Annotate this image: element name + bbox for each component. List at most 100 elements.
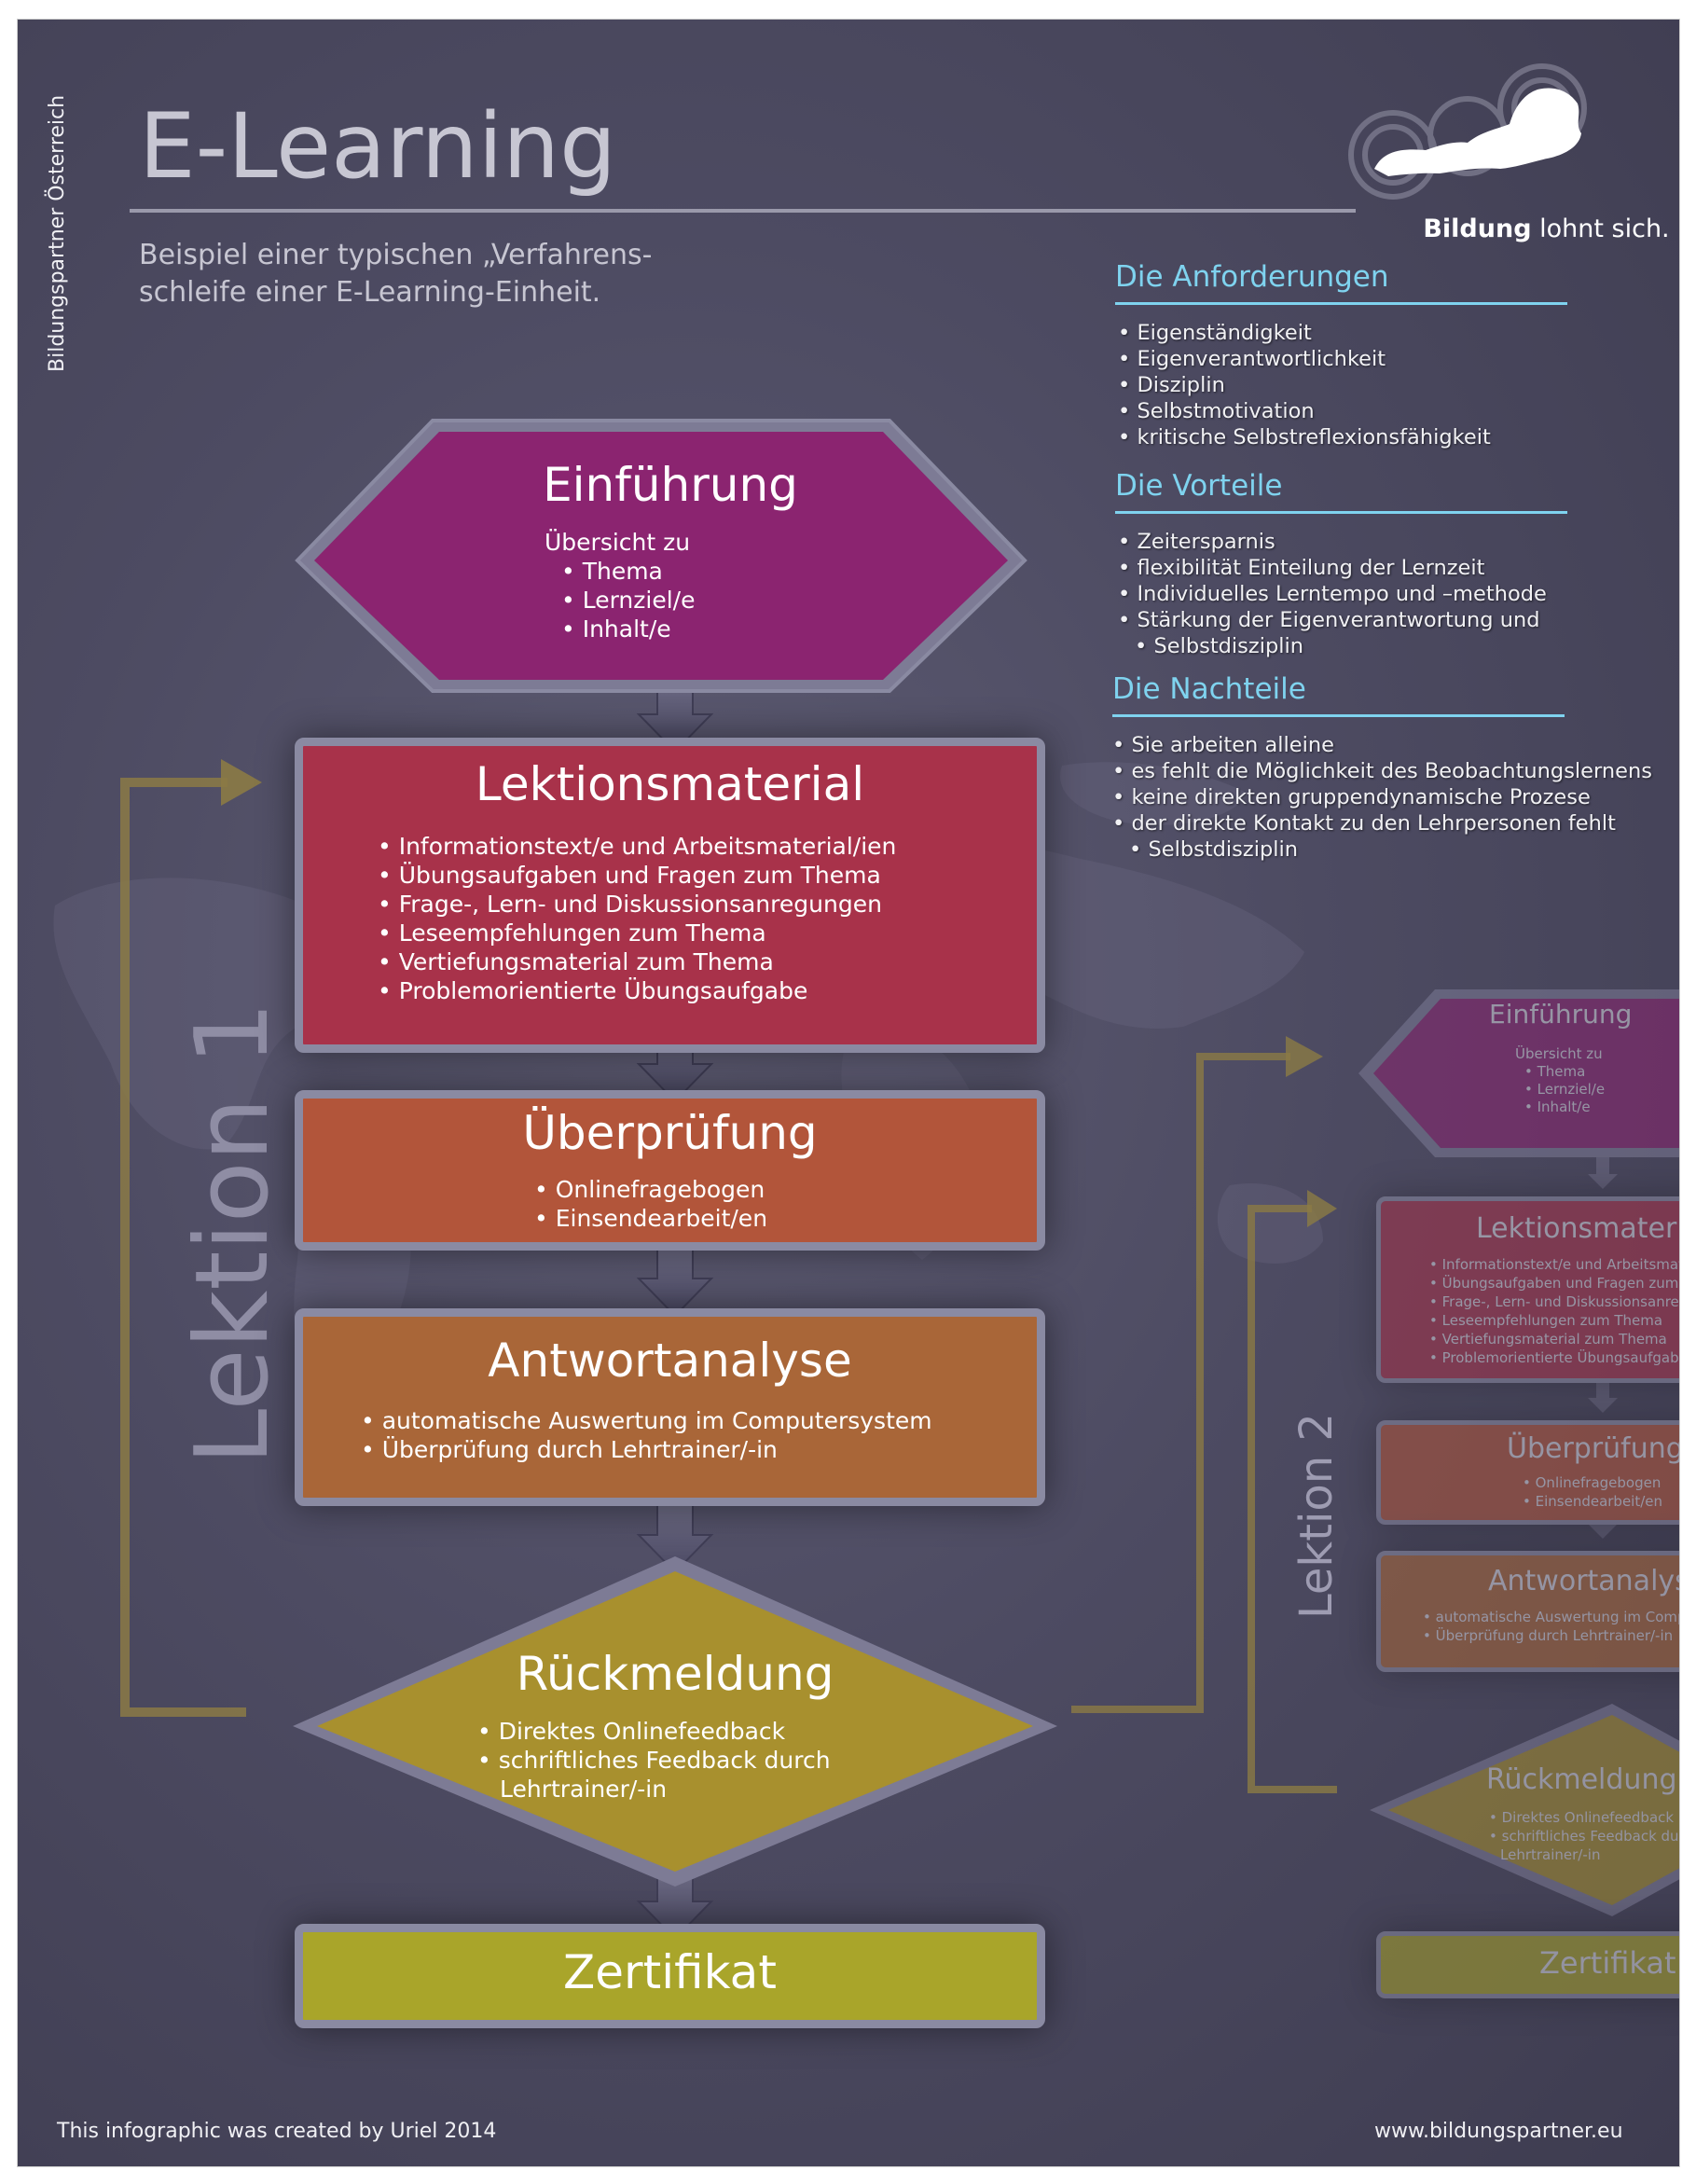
list-item: Frage-, Lern- und Diskussionsanregungen [1429,1292,1679,1311]
lektion-2-einfuehrung-list: Übersicht zu Thema Lernziel/e Inhalt/e [1515,1045,1605,1116]
list-item-cont: Lehrtrainer/-in [500,1776,668,1803]
rule-anforderungen [1115,302,1567,305]
footer-credit: This infographic was created by Uriel 20… [57,2120,497,2143]
list-item: keine direkten gruppendynamische Prozese [1112,784,1652,810]
lektion-2-lektionsmaterial-list: Informationstext/e und Arbeitsmaterial/i… [1429,1255,1679,1367]
list-item: Thema [545,557,695,586]
list-item: schriftliches Feedback durch [477,1746,831,1775]
lektion-2-zertifikat-title: Zertifikat [1539,1945,1676,1981]
list-item: Disziplin [1118,372,1491,398]
list-item: Lernziel/e [1515,1081,1605,1099]
lektionsmaterial-list: Informationstext/e und Arbeitsmaterial/i… [378,832,897,1005]
lektion-2-ueberpruefung-list: Onlinefragebogen Einsendearbeit/en [1523,1473,1662,1511]
austria-map-icon [1348,63,1587,200]
lektion-2-lektionsmaterial-title: Lektionsmaterial [1476,1212,1679,1245]
list-item: Vertiefungsmaterial zum Thema [1429,1330,1679,1348]
lektion-2-label: Lektion 2 [1290,1413,1343,1619]
list-item: Einsendearbeit/en [1523,1492,1662,1511]
subtitle-line-1: Beispiel einer typischen „Verfahrens- [139,239,653,271]
list-item: Eigenständigkeit [1118,320,1491,346]
list-item: Informationstext/e und Arbeitsmaterial/i… [1429,1255,1679,1274]
lektion-2-ueberpruefung-title: Überprüfung [1507,1432,1680,1465]
list-item: Inhalt/e [545,615,695,643]
list-item: Direktes Onlinefeedback [477,1717,831,1746]
list-item: der direkte Kontakt zu den Lehrpersonen … [1112,810,1652,836]
list-item: automatische Auswertung im Computersyste… [1423,1608,1679,1626]
list-vorteile: Zeitersparnis flexibilität Einteilung de… [1118,529,1547,659]
arrow-down-3 [636,1242,714,1318]
zertifikat-box: Zertifikat [295,1924,1045,2028]
einfuehrung-intro: Übersicht zu [1515,1045,1603,1062]
antwortanalyse-list: automatische Auswertung im Computersyste… [361,1406,932,1464]
list-item: Informationstext/e und Arbeitsmaterial/i… [378,832,897,861]
list-item: Selbstdisziplin [1112,836,1652,863]
lektion-2-antwortanalyse-box: Antwortanalyse automatische Auswertung i… [1376,1551,1679,1672]
list-item: Selbstdisziplin [1118,633,1547,659]
einfuehrung-list: Übersicht zu Thema Lernziel/e Inhalt/e [545,528,695,643]
lektion-2-rueckmeldung-list: Direktes Onlinefeedback schriftliches Fe… [1489,1808,1679,1864]
rueckmeldung-list: Direktes Onlinefeedback schriftliches Fe… [477,1717,831,1804]
einfuehrung-title: Einführung [543,458,798,512]
antwortanalyse-box: Antwortanalyse automatische Auswertung i… [295,1308,1045,1506]
list-item: Inhalt/e [1515,1099,1605,1116]
list-item: Direktes Onlinefeedback [1489,1808,1679,1827]
list-anforderungen: Eigenständigkeit Eigenverantwortlichkeit… [1118,320,1491,450]
list-item: flexibilität Einteilung der Lernzeit [1118,555,1547,581]
list-item: schriftliches Feedback durch [1489,1827,1679,1845]
lektionsmaterial-box: Lektionsmaterial Informationstext/e und … [295,738,1045,1053]
rueckmeldung-title: Rückmeldung [516,1647,834,1701]
list-item: Frage-, Lern- und Diskussionsanregungen [378,890,896,919]
antwortanalyse-title: Antwortanalyse [488,1334,852,1388]
list-item: Problemorientierte Übungsaufgabe [1429,1348,1679,1367]
list-item: Überprüfung durch Lehrtrainer/-in [1423,1626,1679,1645]
list-item: Eigenverantwortlichkeit [1118,346,1491,372]
footer-url[interactable]: www.bildungspartner.eu [1374,2120,1623,2143]
list-item: Thema [1515,1063,1605,1081]
page-title: E-Learning [139,94,617,199]
list-item: Überprüfung durch Lehrtrainer/-in [361,1435,932,1464]
list-item: es fehlt die Möglichkeit des Beobachtung… [1112,758,1652,784]
list-item: Selbstmotivation [1118,398,1491,424]
flow-connectors-lektion-1 [120,671,1337,1941]
infographic-page: Bildungspartner Österreich E-Learning Be… [17,19,1680,2167]
brand-slogan: Bildung lohnt sich. [1423,214,1670,243]
lektion-2-lektionsmaterial-box: Lektionsmaterial Informationstext/e und … [1376,1196,1679,1383]
list-item: Leseempfehlungen zum Thema [378,919,896,947]
lektion-2-einfuehrung-title: Einführung [1489,999,1633,1030]
list-item: Individuelles Lerntempo und –methode [1118,581,1546,607]
list-item: Vertiefungsmaterial zum Thema [378,947,896,976]
list-item: Zeitersparnis [1118,529,1547,555]
list-item: automatische Auswertung im Computersyste… [361,1406,932,1435]
einfuehrung-intro: Übersicht zu [545,529,691,556]
rule-nachteile [1112,714,1565,717]
arrow-down-4 [636,1501,714,1574]
ueberpruefung-box: Überprüfung Onlinefragebogen Einsendearb… [295,1090,1045,1251]
list-item: Onlinefragebogen [534,1175,767,1204]
heading-nachteile: Die Nachteile [1112,672,1306,706]
heading-anforderungen: Die Anforderungen [1115,260,1389,294]
lektion-1-label: Lektion 1 [174,1001,291,1465]
list-item: Onlinefragebogen [1523,1473,1662,1492]
list-item: Übungsaufgaben und Fragen zum Thema [378,861,896,890]
ueberpruefung-title: Überprüfung [522,1106,818,1160]
lektionsmaterial-title: Lektionsmaterial [475,757,865,811]
lektion-2-ueberpruefung-box: Überprüfung Onlinefragebogen Einsendearb… [1376,1420,1680,1525]
lektion-2-antwortanalyse-title: Antwortanalyse [1488,1565,1679,1597]
heading-vorteile: Die Vorteile [1115,469,1283,503]
list-item-cont: Lehrtrainer/-in [1500,1846,1601,1863]
ueberpruefung-list: Onlinefragebogen Einsendearbeit/en [534,1175,767,1233]
list-item: Stärkung der Eigenverantwortung und [1118,607,1547,633]
list-item: Leseempfehlungen zum Thema [1429,1311,1679,1330]
rule-vorteile [1115,511,1567,514]
einfuehrung-hexagon [295,419,1027,693]
subtitle-line-2: schleife einer E-Learning-Einheit. [139,276,601,309]
title-underline [130,209,1356,213]
list-item: Sie arbeiten alleine [1112,732,1652,758]
list-nachteile: Sie arbeiten alleine es fehlt die Möglic… [1112,732,1652,863]
lektion-2-antwortanalyse-list: automatische Auswertung im Computersyste… [1423,1608,1679,1645]
list-item: Problemorientierte Übungsaufgabe [378,976,896,1005]
list-item: Übungsaufgaben und Fragen zum Thema [1429,1274,1679,1292]
list-item: Lernziel/e [545,586,696,615]
list-item: Einsendearbeit/en [534,1204,767,1233]
list-item: kritische Selbstreflexionsfähigkeit [1118,424,1490,450]
